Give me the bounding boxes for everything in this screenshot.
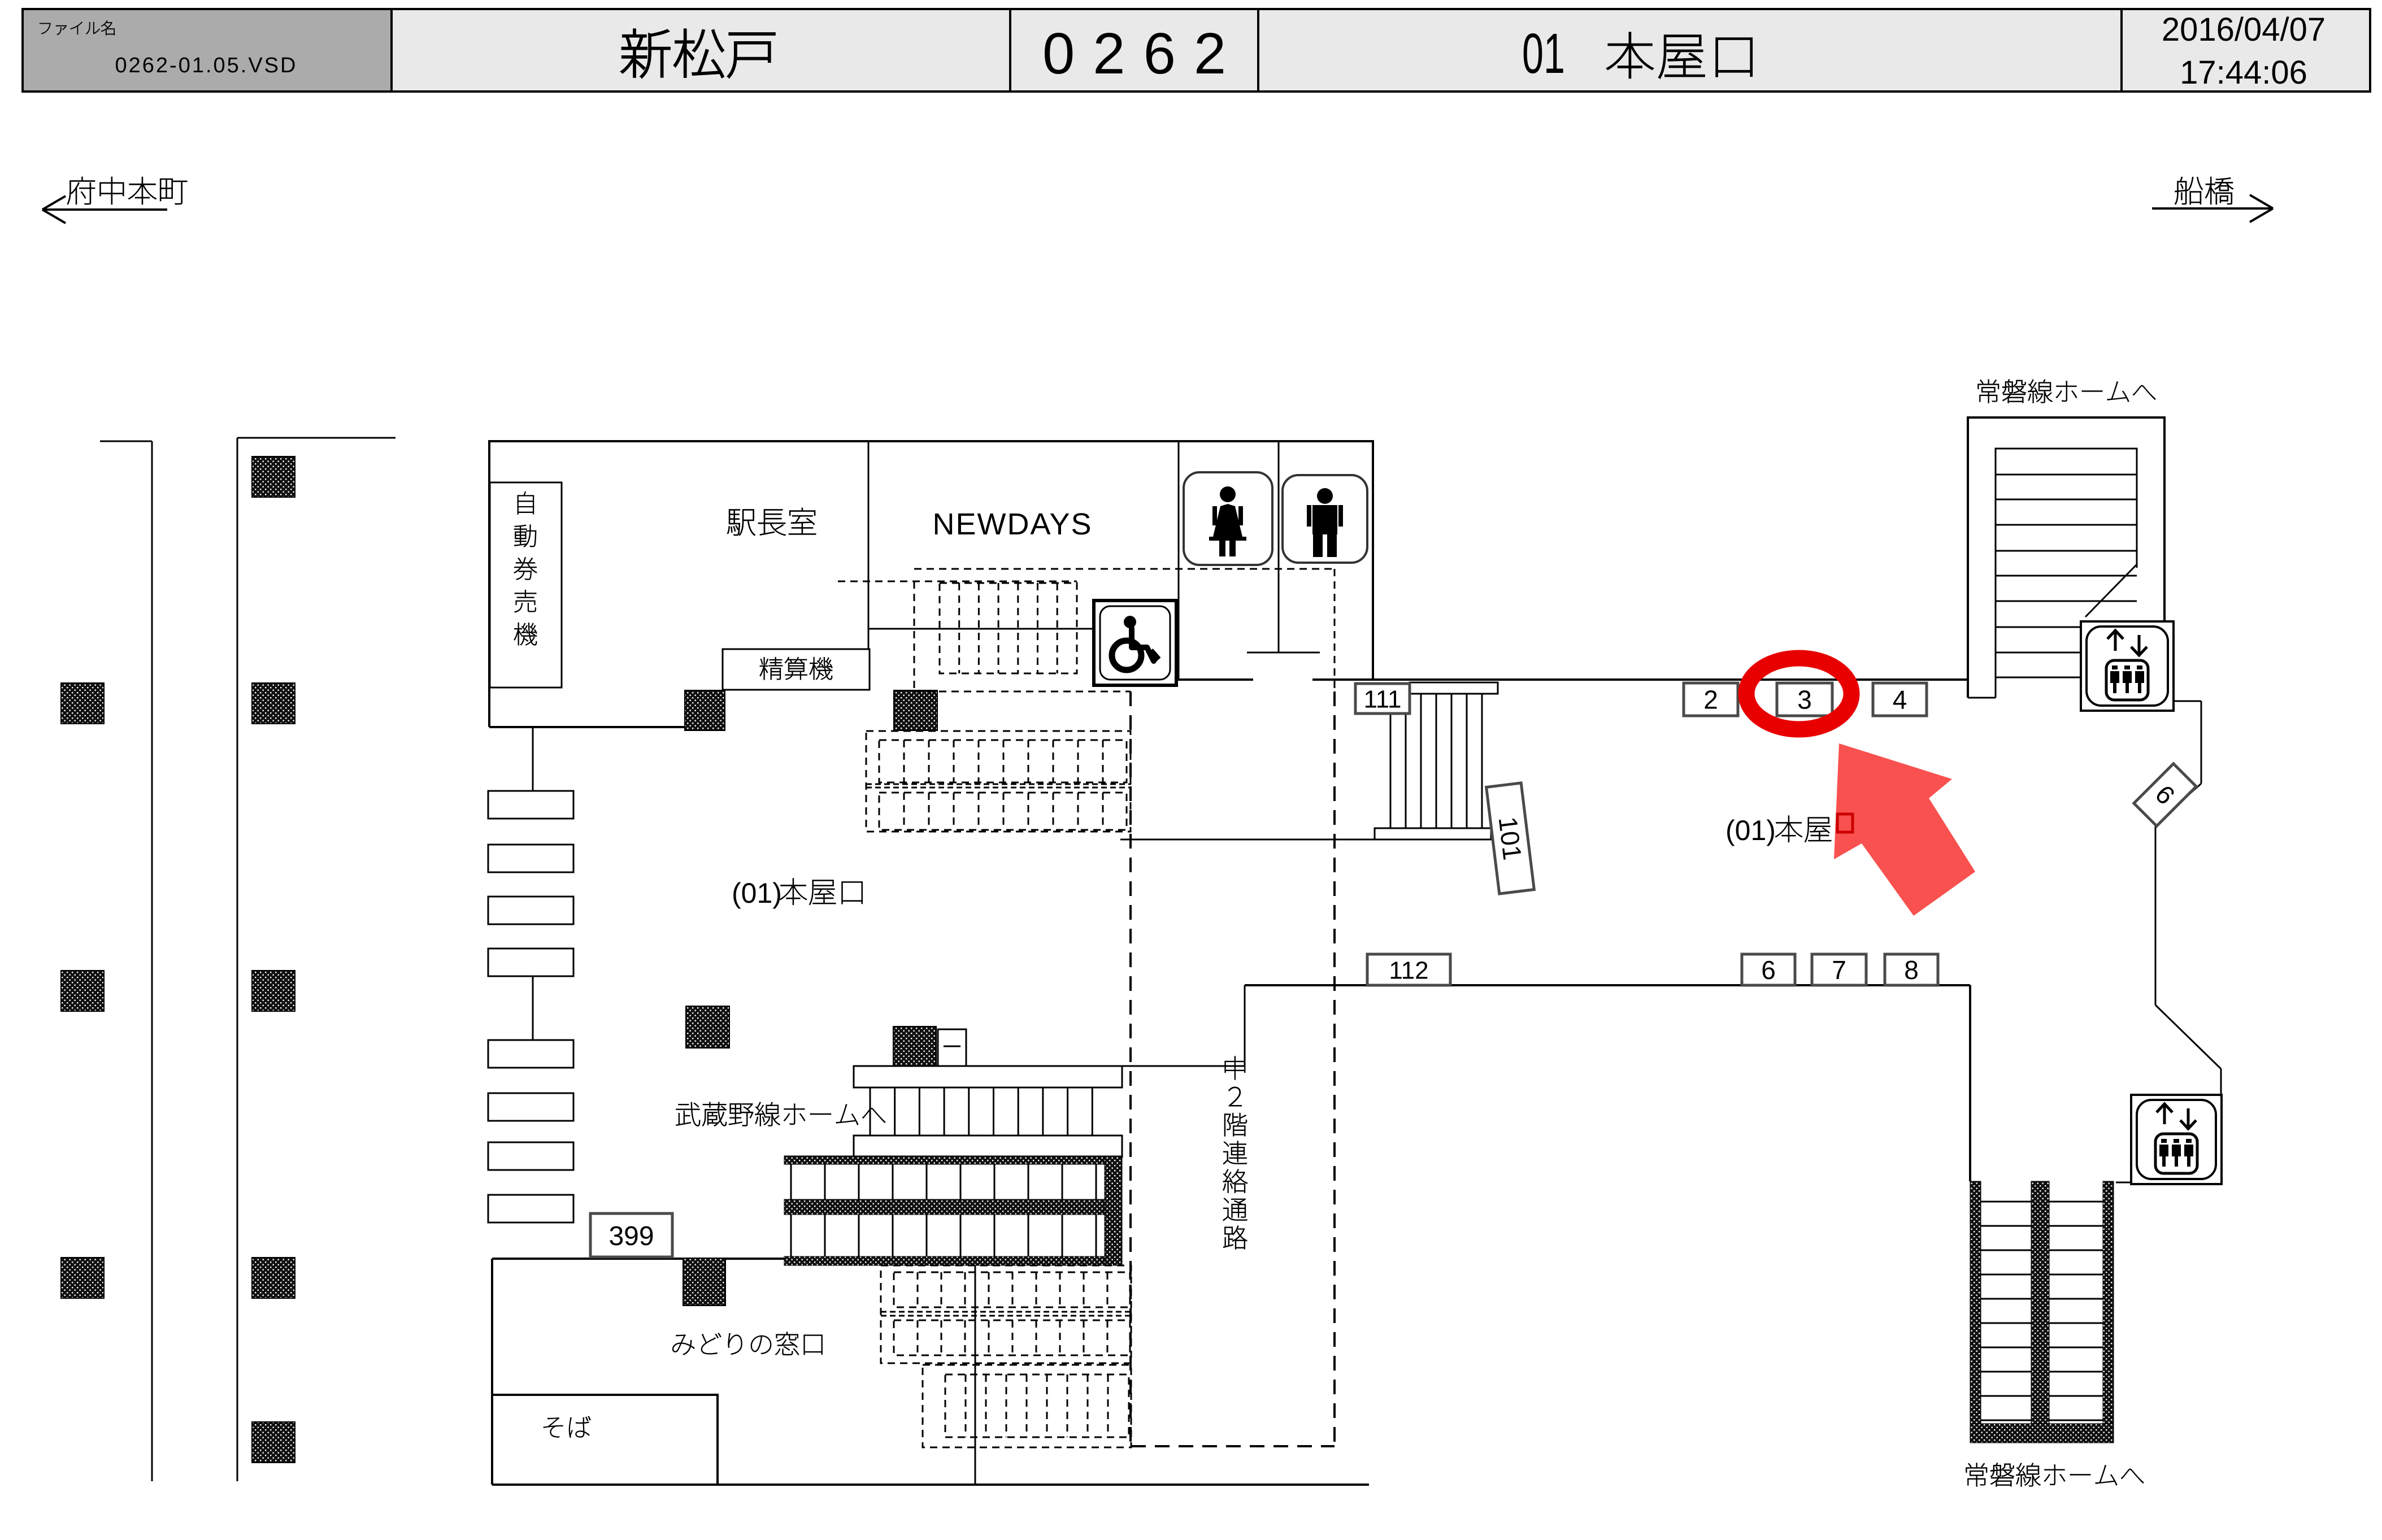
svg-text:111: 111 xyxy=(1364,685,1402,713)
svg-text:2: 2 xyxy=(1703,685,1718,715)
svg-text:0262-01.05.VSD: 0262-01.05.VSD xyxy=(115,54,298,77)
svg-text:17:44:06: 17:44:06 xyxy=(2180,54,2307,91)
svg-text:7: 7 xyxy=(1832,955,1846,985)
svg-text:8: 8 xyxy=(1904,955,1919,985)
svg-text:NEWDAYS: NEWDAYS xyxy=(932,507,1092,541)
svg-text:101: 101 xyxy=(1493,815,1528,862)
svg-text:4: 4 xyxy=(1893,685,1907,715)
svg-text:399: 399 xyxy=(608,1221,654,1251)
svg-text:6: 6 xyxy=(1761,955,1776,985)
svg-text:(01): (01) xyxy=(732,877,782,909)
svg-text:01: 01 xyxy=(1522,22,1565,85)
svg-text:3: 3 xyxy=(1797,685,1812,715)
svg-text:(01): (01) xyxy=(1725,815,1776,846)
svg-text:0262: 0262 xyxy=(1042,21,1244,86)
svg-text:112: 112 xyxy=(1389,956,1428,984)
svg-text:2016/04/07: 2016/04/07 xyxy=(2162,11,2326,48)
